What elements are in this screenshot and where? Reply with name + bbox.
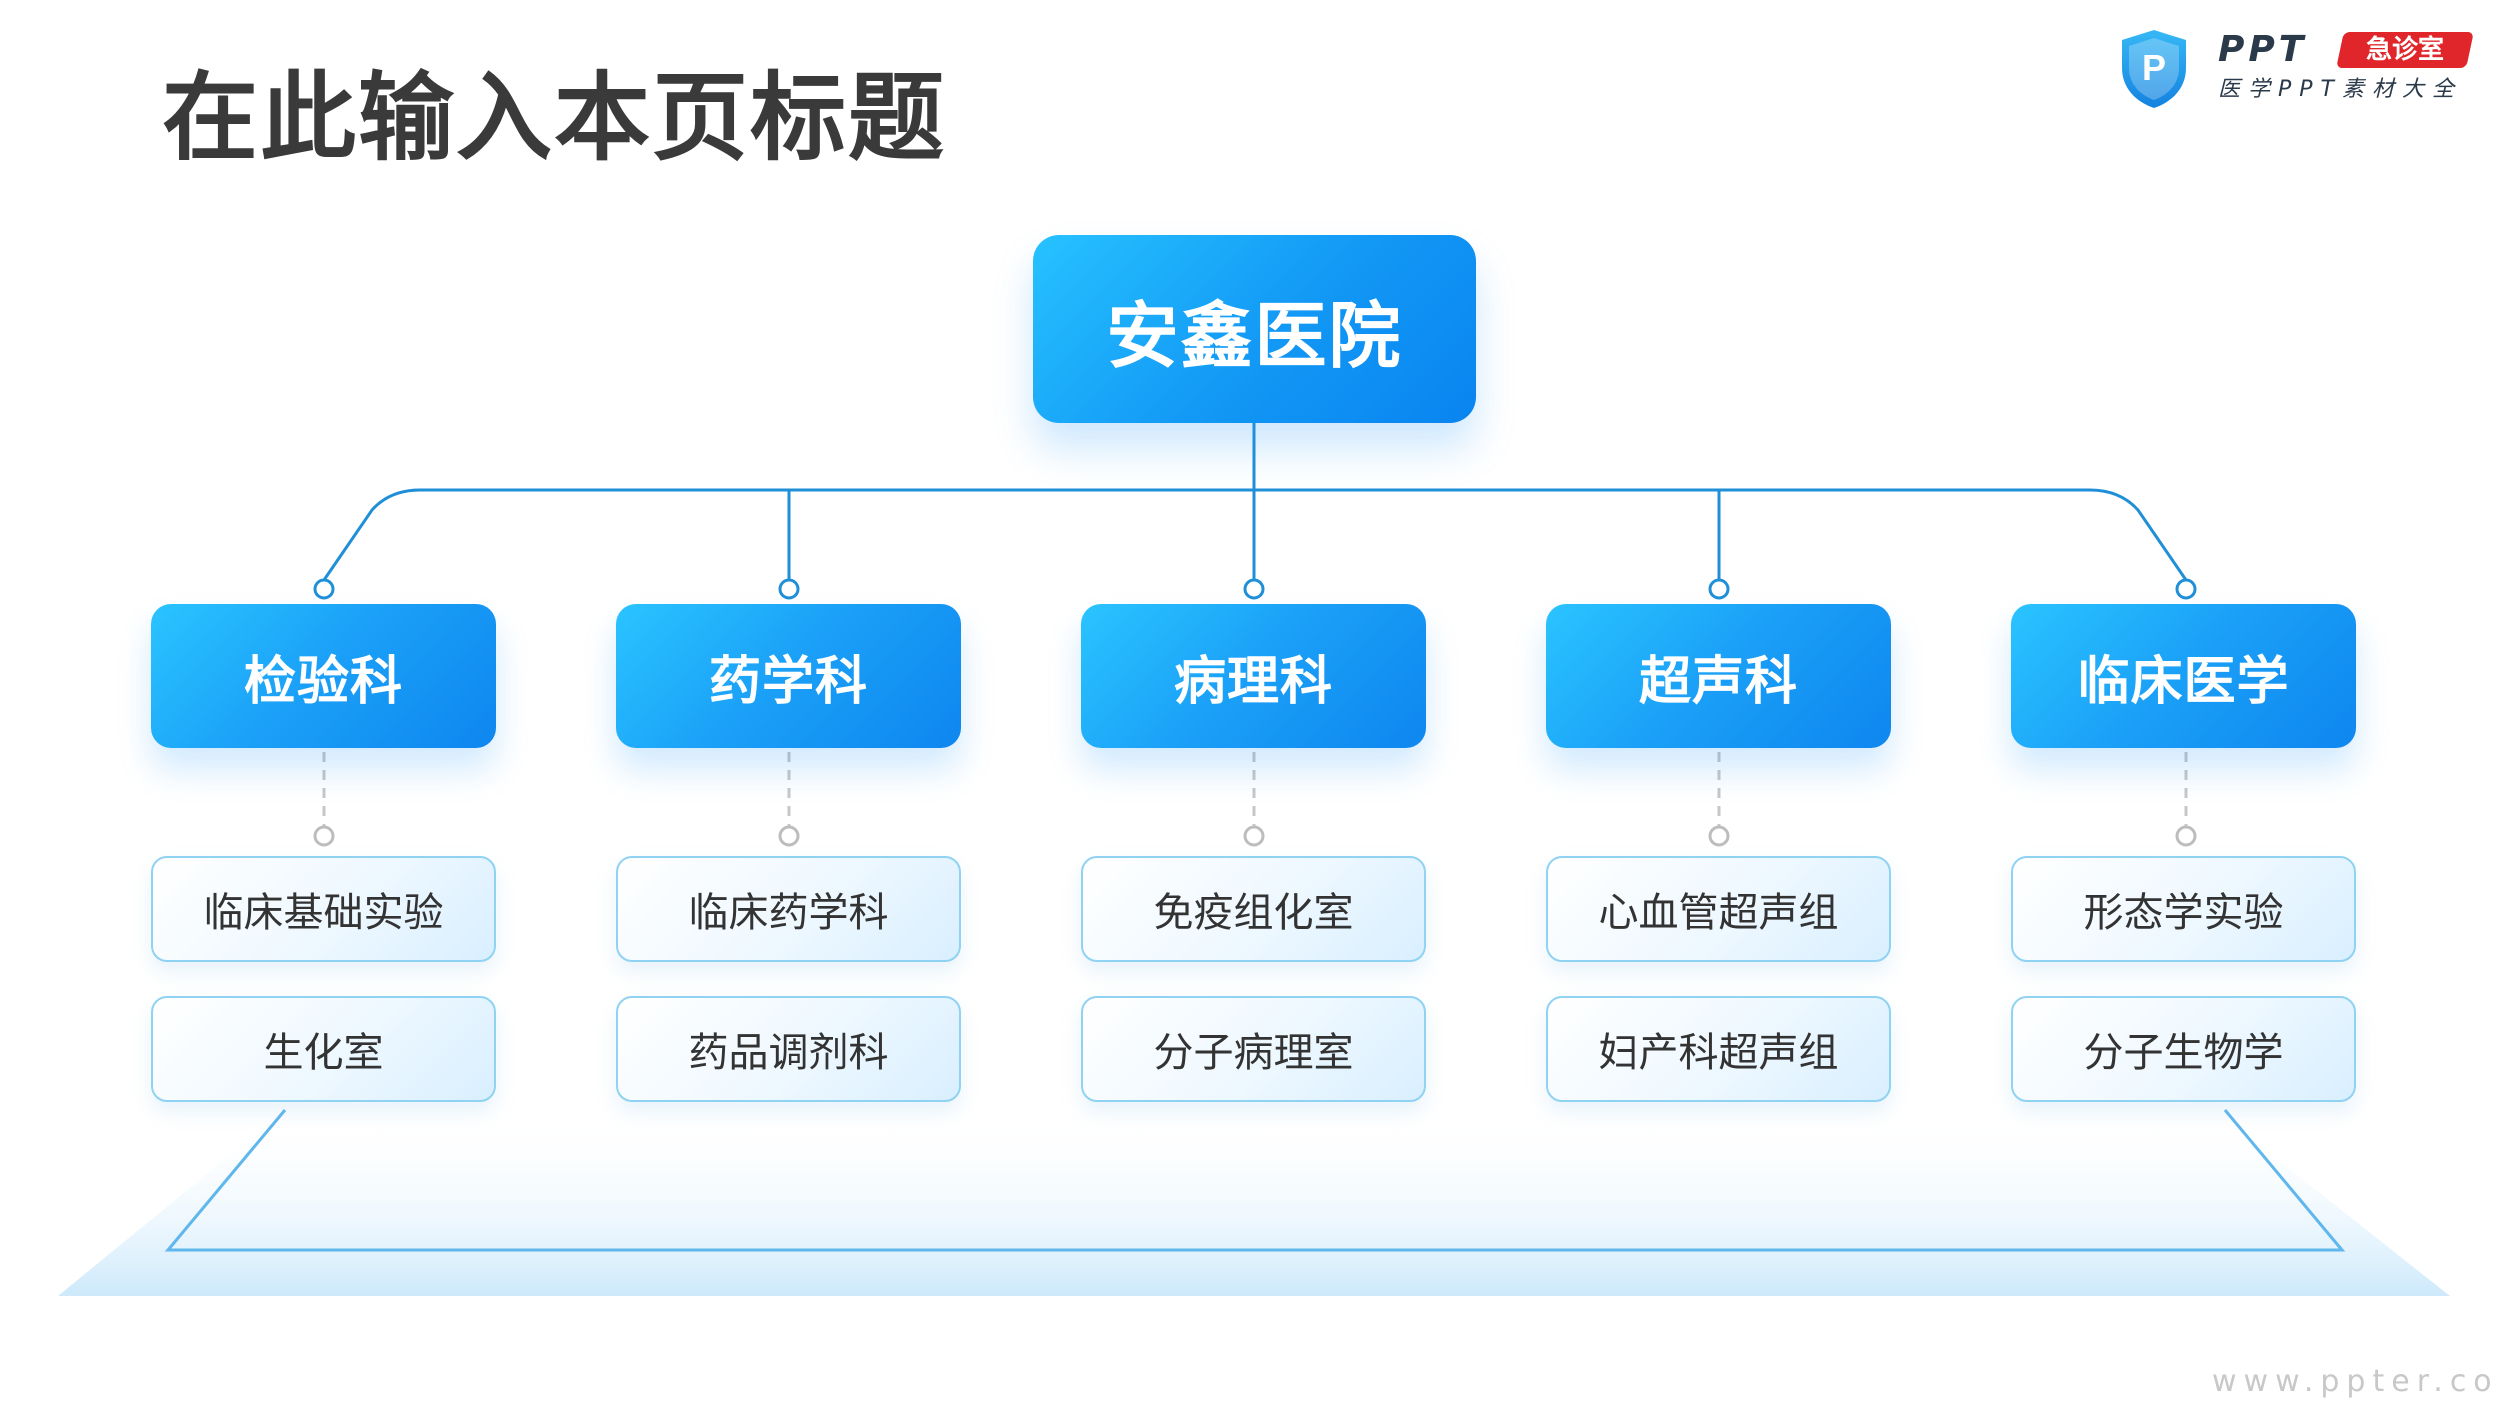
logo-brand-text: PPT <box>2218 29 2308 70</box>
unit-node-3-2: 分子病理室 <box>1081 996 1426 1102</box>
branch-dots <box>313 578 2197 600</box>
branch-dot-4 <box>1708 578 1730 600</box>
unit-node-2-1: 临床药学科 <box>616 856 961 962</box>
dept-node-2: 药学科 <box>616 604 961 748</box>
shield-letter: P <box>2142 47 2166 88</box>
dept-node-4: 超声科 <box>1546 604 1891 748</box>
sub-connectors <box>322 752 2188 826</box>
logo-subtitle: 医学PPT素材大全 <box>2218 77 2462 102</box>
branch-dot-1 <box>313 578 335 600</box>
branch-dot-2 <box>778 578 800 600</box>
dept-node-5: 临床医学 <box>2011 604 2356 748</box>
branch-bus-line <box>322 488 2188 581</box>
brand-logo: P PPT 急诊室 医学PPT素材大全 <box>2118 26 2478 110</box>
platform-base <box>58 1110 2450 1296</box>
sub-dots <box>313 825 2197 847</box>
page-title: 在此输入本页标题 <box>162 62 946 174</box>
unit-node-3-1: 免疫组化室 <box>1081 856 1426 962</box>
branch-dot-5 <box>2175 578 2197 600</box>
unit-node-1-2: 生化室 <box>151 996 496 1102</box>
shield-logo-icon: P <box>2122 30 2186 108</box>
unit-node-5-1: 形态学实验 <box>2011 856 2356 962</box>
branch-dot-3 <box>1243 578 1265 600</box>
platform-outline <box>164 1109 2346 1252</box>
unit-node-2-2: 药品调剂科 <box>616 996 961 1102</box>
dept-node-3: 病理科 <box>1081 604 1426 748</box>
tree-connectors <box>322 423 2188 581</box>
unit-node-5-2: 分子生物学 <box>2011 996 2356 1102</box>
unit-node-4-2: 妇产科超声组 <box>1546 996 1891 1102</box>
footer-url: www.ppter.com <box>2212 1364 2500 1399</box>
unit-node-1-1: 临床基础实验 <box>151 856 496 962</box>
unit-node-4-1: 心血管超声组 <box>1546 856 1891 962</box>
root-node: 安鑫医院 <box>1033 235 1476 423</box>
dept-node-1: 检验科 <box>151 604 496 748</box>
